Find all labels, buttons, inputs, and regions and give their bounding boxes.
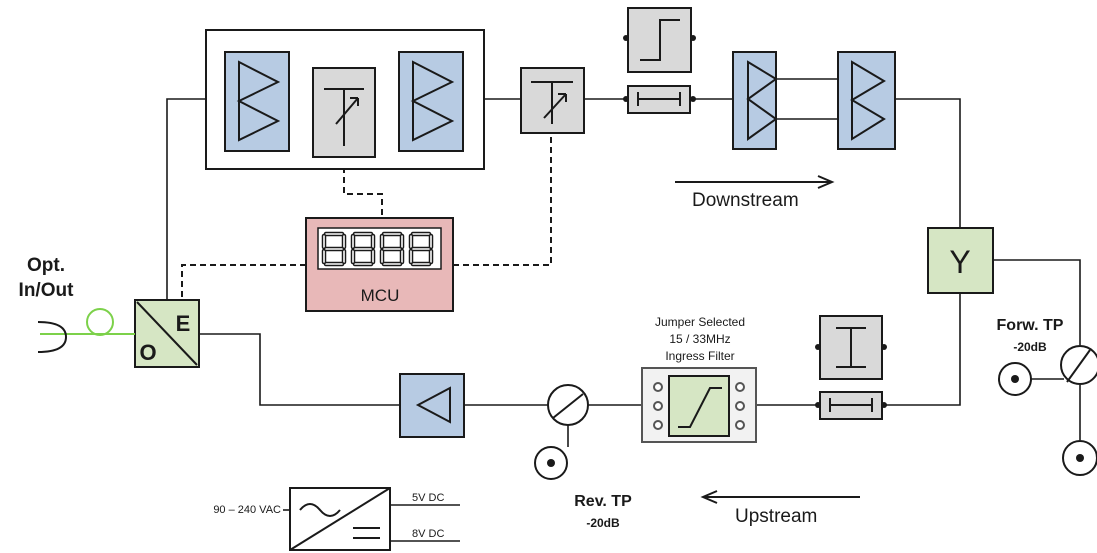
upstream-eq-block [815, 391, 887, 420]
psu-input-label: 90 – 240 VAC [213, 504, 281, 516]
ctrl-mcu-att1 [343, 157, 383, 218]
amplifier-2 [398, 51, 464, 152]
wire-splitter-to-forw [993, 259, 1081, 345]
attenuator-2 [520, 67, 585, 134]
amplifier-1 [224, 51, 290, 152]
downstream-arrow [675, 175, 835, 189]
forward-test-point [998, 345, 1097, 476]
psu-out1-label: 5V DC [412, 492, 444, 504]
wire-amp5-to-splitter [895, 98, 961, 228]
signal-wires [166, 78, 1081, 542]
reverse-test-point [534, 384, 589, 480]
downstream-label: Downstream [692, 190, 799, 211]
jumper-label-line2: 15 / 33MHz [669, 332, 730, 346]
forw-tp-label: Forw. TP [997, 317, 1064, 334]
psu-out2-label: 8V DC [412, 528, 444, 540]
rev-tp-level: -20dB [586, 516, 620, 530]
rev-tp-label: Rev. TP [574, 493, 632, 510]
splitter-label: Y [949, 244, 970, 280]
fiber-connector [37, 308, 135, 353]
wire-splitter-to-upstream [883, 293, 961, 406]
wire-oe-to-module [166, 98, 206, 312]
amplifier-5 [837, 51, 896, 150]
oe-o-label: O [139, 340, 156, 365]
segment-digits [321, 231, 434, 267]
wire-ramp-to-oe [199, 333, 400, 406]
jumper-label-line1: Jumper Selected [655, 315, 745, 329]
ctrl-mcu-att2 [453, 133, 552, 266]
highpass-block [815, 315, 887, 380]
splitter-block [927, 227, 994, 294]
jumper-label-line3: Ingress Filter [665, 349, 734, 363]
opt-label-line1: Opt. [27, 255, 65, 276]
opt-label-line2: In/Out [19, 280, 75, 301]
ctrl-mcu-oe [181, 264, 306, 300]
upstream-arrow [700, 490, 860, 504]
forw-tp-level: -20dB [1013, 340, 1047, 354]
step-jumper-block [623, 7, 696, 73]
equalizer-block [623, 85, 696, 114]
power-supply [289, 487, 391, 551]
attenuator-1 [312, 67, 376, 158]
upstream-label: Upstream [735, 506, 817, 527]
amplifier-4 [732, 51, 778, 150]
ingress-filter [641, 367, 757, 443]
mcu-label: MCU [361, 286, 400, 305]
oe-e-label: E [176, 311, 191, 336]
mcu-block [305, 217, 454, 312]
return-amplifier [399, 373, 465, 438]
control-lines [181, 133, 552, 300]
